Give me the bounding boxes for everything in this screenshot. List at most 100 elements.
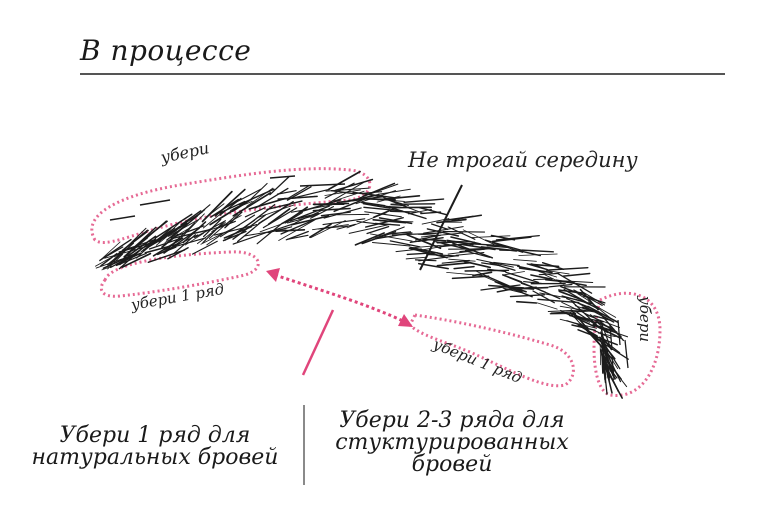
- hair-stroke: [480, 246, 518, 252]
- hair-stroke: [541, 262, 565, 270]
- hair-stroke: [491, 236, 532, 243]
- hair-stroke: [576, 301, 615, 323]
- hair-stroke: [420, 232, 464, 238]
- hair-stroke: [348, 223, 391, 234]
- hair-stroke: [531, 263, 549, 271]
- label-tail-remove: убери: [636, 295, 654, 342]
- hair-stroke: [446, 271, 489, 277]
- hair-stroke: [577, 293, 593, 303]
- hair-stroke: [210, 198, 240, 218]
- hair-stroke: [577, 329, 618, 346]
- hair-stroke: [371, 241, 411, 247]
- hair-stroke: [232, 192, 272, 217]
- hair-stroke: [576, 311, 609, 334]
- hair-stroke: [294, 188, 330, 199]
- hair-stroke: [115, 252, 147, 267]
- hair-stroke: [239, 203, 276, 232]
- hair-stroke: [439, 242, 475, 248]
- hair-stroke: [182, 221, 207, 244]
- hair-stroke: [211, 215, 242, 232]
- hair-stroke: [191, 204, 211, 221]
- hair-stroke: [601, 335, 615, 370]
- hair-stroke: [206, 203, 225, 218]
- hair-stroke: [248, 182, 268, 202]
- hair-stroke: [409, 237, 439, 244]
- hair-stroke: [202, 210, 224, 229]
- hair-stroke: [266, 200, 303, 211]
- hair-stroke: [298, 199, 342, 213]
- hair-stroke: [389, 210, 417, 213]
- hair-stroke: [154, 222, 188, 244]
- hair-stroke: [346, 212, 387, 229]
- hair-stroke: [219, 214, 256, 238]
- caption-natural-line-1: Убери 1 ряд для: [59, 423, 251, 448]
- hair-stroke: [276, 190, 297, 195]
- hair-stroke: [310, 220, 346, 239]
- hair-stroke: [464, 250, 491, 258]
- hair-stroke: [336, 198, 363, 204]
- hair-stroke: [312, 224, 349, 231]
- hair-stroke: [224, 211, 243, 229]
- hair-stroke: [579, 288, 599, 311]
- hair-stroke: [289, 205, 330, 222]
- label-top-remove: убери: [158, 138, 211, 167]
- hair-stroke: [287, 185, 309, 200]
- hair-stroke: [418, 206, 448, 216]
- label-lower-remove-one: убери 1 ряд: [129, 280, 226, 314]
- hair-stroke: [280, 218, 317, 235]
- hair-stroke: [327, 170, 361, 191]
- tail-remove-zone: [592, 291, 662, 398]
- hair-stroke: [286, 214, 319, 224]
- hair-stroke: [574, 305, 593, 313]
- hair-stroke: [269, 176, 290, 196]
- hair-stroke: [275, 229, 306, 232]
- hair-stroke: [455, 251, 485, 256]
- hair-stroke: [147, 249, 186, 263]
- hair-stroke: [378, 217, 413, 225]
- hair-stroke: [570, 309, 588, 329]
- hair-stroke: [258, 200, 294, 225]
- hair-stroke: [509, 294, 545, 298]
- hair-stroke: [168, 222, 196, 249]
- hair-stroke: [395, 248, 422, 253]
- hair-stroke: [330, 189, 356, 195]
- hair-stroke: [297, 212, 320, 220]
- hair-stroke: [547, 309, 583, 313]
- hair-stroke: [562, 272, 591, 277]
- hair-stroke: [244, 207, 266, 218]
- hair-stroke: [309, 223, 332, 238]
- hair-stroke: [513, 259, 537, 262]
- caption-structured-line-3: бровей: [411, 452, 493, 477]
- hair-stroke: [492, 242, 524, 253]
- hair-stroke: [517, 265, 546, 273]
- hair-stroke: [450, 236, 482, 245]
- hair-stroke: [333, 197, 367, 213]
- hair-stroke: [545, 270, 570, 275]
- hair-stroke: [585, 314, 621, 329]
- label-middle-note: Не трогай середину: [407, 148, 638, 172]
- hair-stroke: [559, 305, 596, 313]
- hair-stroke: [365, 217, 404, 228]
- hair-stroke: [229, 200, 253, 211]
- hair-stroke: [502, 287, 522, 294]
- lower-right-remove-zone: [408, 313, 575, 388]
- hair-stroke: [363, 206, 404, 212]
- hair-stroke: [336, 223, 356, 230]
- hair-stroke: [453, 265, 475, 270]
- hair-stroke: [426, 228, 460, 237]
- hair-stroke: [366, 198, 405, 202]
- lower-pointer: [301, 309, 335, 376]
- hair-stroke: [180, 210, 202, 226]
- caption-natural-brows: Убери 1 ряд для натуральных бровей: [30, 425, 280, 469]
- caption-divider: [303, 405, 305, 485]
- middle-range-arrow: [266, 268, 413, 327]
- hair-stroke: [286, 186, 312, 201]
- hair-stroke: [184, 232, 205, 246]
- hair-stroke: [423, 226, 464, 234]
- hair-stroke: [538, 271, 558, 278]
- title-underline: [80, 73, 725, 75]
- hair-stroke: [444, 215, 474, 221]
- hair-stroke: [364, 211, 402, 218]
- hair-stroke: [100, 252, 118, 267]
